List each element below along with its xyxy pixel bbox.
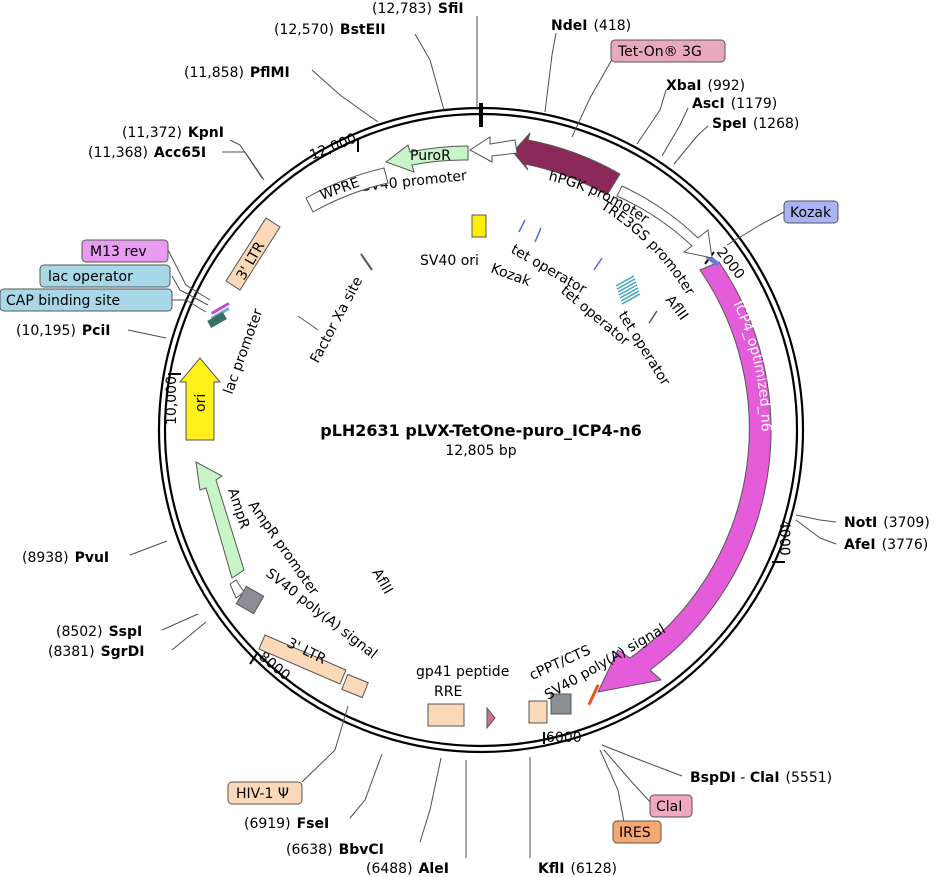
tick-10000: 10,000 xyxy=(164,373,181,425)
site-pcii[interactable]: (10,195)PciI xyxy=(16,323,111,339)
tag-ires[interactable]: IRES xyxy=(612,820,662,844)
site-sgrdi[interactable]: (8381)SgrDI xyxy=(48,644,144,660)
map-length: 12,805 bp xyxy=(445,443,516,459)
tre3gs-promoter-feature xyxy=(616,185,713,259)
site-kfli[interactable]: KflI(6128) xyxy=(538,861,617,877)
factor-xa-label: Factor Xa site xyxy=(307,274,366,366)
svg-text:lac operator: lac operator xyxy=(48,269,133,285)
hpgk-promoter-feature xyxy=(512,132,621,196)
svg-text:6000: 6000 xyxy=(546,730,582,746)
rre-label: RRE xyxy=(434,684,462,700)
tet-op-tick-1 xyxy=(534,227,542,243)
sv40-ori-label: SV40 ori xyxy=(420,253,479,269)
site-ndei[interactable]: NdeI(418) xyxy=(551,18,631,34)
svg-text:HIV-1 Ψ: HIV-1 Ψ xyxy=(236,786,289,802)
site-asci[interactable]: AscI(1179) xyxy=(692,96,777,112)
sv40-polya-left-box xyxy=(235,585,265,615)
cppt-box xyxy=(528,700,548,724)
puror-feature xyxy=(384,144,469,173)
site-noti[interactable]: NotI(3709) xyxy=(844,515,930,531)
factor-xa-lead xyxy=(297,315,319,331)
tet-op-array xyxy=(615,275,641,305)
ampr-promoter-arrow xyxy=(229,579,245,599)
site-sfii[interactable]: (12,783)SfiI xyxy=(372,1,464,17)
wpre-feature xyxy=(305,167,389,213)
svg-text:10,000: 10,000 xyxy=(164,376,180,425)
sv40-polya-right-box xyxy=(550,693,572,715)
site-bsteii[interactable]: (12,570)BstEII xyxy=(274,22,386,38)
site-bbvci[interactable]: (6638)BbvCI xyxy=(286,842,384,858)
site-xbai[interactable]: XbaI(992) xyxy=(666,78,745,94)
aflii-top-label: AflII xyxy=(662,292,691,323)
factor-xa-tick xyxy=(360,253,373,271)
site-fsei[interactable]: (6919)FseI xyxy=(244,816,329,832)
m13-rev-mark xyxy=(210,302,230,315)
svg-text:CAP binding site: CAP binding site xyxy=(6,293,120,309)
site-afei[interactable]: AfeI(3776) xyxy=(844,537,928,553)
icp4-feature xyxy=(597,261,772,693)
tick-12000: 12,000 xyxy=(308,131,359,164)
svg-text:Tet-On® 3G: Tet-On® 3G xyxy=(617,44,702,60)
tag-kozak[interactable]: Kozak xyxy=(783,200,839,224)
gp41-label: gp41 peptide xyxy=(416,664,509,680)
hiv1-psi-box xyxy=(341,673,369,699)
svg-text:ClaI: ClaI xyxy=(656,799,682,815)
tag-clai[interactable]: ClaI xyxy=(649,794,693,818)
site-kpni[interactable]: (11,372)KpnI xyxy=(122,125,224,141)
site-alei[interactable]: (6488)AleI xyxy=(366,861,449,877)
site-pflmi[interactable]: (11,858)PflMI xyxy=(184,65,290,81)
puror-label: PuroR xyxy=(410,148,451,164)
misc-arrow-top xyxy=(469,136,518,163)
tet-op-label-3: tet operator xyxy=(615,309,673,389)
aflii-bottom-label: AflII xyxy=(369,566,396,597)
site-bspdi-clai[interactable]: BspDI - ClaI(5551) xyxy=(690,770,832,786)
wpre-label: WPRE xyxy=(318,175,362,204)
svg-text:12,000: 12,000 xyxy=(308,131,359,164)
site-sspi[interactable]: (8502)SspI xyxy=(56,624,142,640)
kozak-inner-tick xyxy=(518,219,526,233)
ires-mark xyxy=(587,684,600,706)
map-title: pLH2631 pLVX-TetOne-puro_ICP4-n6 xyxy=(320,421,642,440)
ltr3-bottom-feature xyxy=(258,634,347,685)
gp41-mark xyxy=(486,706,496,730)
ltr3-top-feature xyxy=(225,217,281,291)
tag-lac-operator[interactable]: lac operator xyxy=(39,264,171,288)
site-pvui[interactable]: (8938)PvuI xyxy=(22,550,109,566)
tet-op-tick-2 xyxy=(593,257,603,271)
ori-feature xyxy=(178,357,222,441)
tag-tet-on-3g[interactable]: Tet-On® 3G xyxy=(610,39,726,63)
ampr-feature xyxy=(195,461,245,579)
tag-cap-binding-site[interactable]: CAP binding site xyxy=(0,288,173,312)
svg-text:4000: 4000 xyxy=(776,520,792,556)
lac-promoter-label: lac promoter xyxy=(221,306,267,396)
site-acc65i[interactable]: (11,368)Acc65I xyxy=(88,145,206,161)
tick-6000: 6000 xyxy=(543,730,582,746)
tick-4000: 4000 xyxy=(772,520,792,563)
svg-text:IRES: IRES xyxy=(619,825,651,841)
sv40-ori-box xyxy=(471,214,487,238)
site-spei[interactable]: SpeI(1268) xyxy=(712,116,799,132)
rre-box xyxy=(427,703,465,727)
tag-hiv1-psi[interactable]: HIV-1 Ψ xyxy=(227,781,303,805)
ori-label: ori xyxy=(193,394,209,412)
tag-m13-rev[interactable]: M13 rev xyxy=(81,239,169,263)
tet-op-tick-3 xyxy=(648,310,658,324)
svg-text:Kozak: Kozak xyxy=(790,205,832,221)
cap-site-mark xyxy=(207,312,227,328)
svg-text:M13 rev: M13 rev xyxy=(90,244,147,260)
